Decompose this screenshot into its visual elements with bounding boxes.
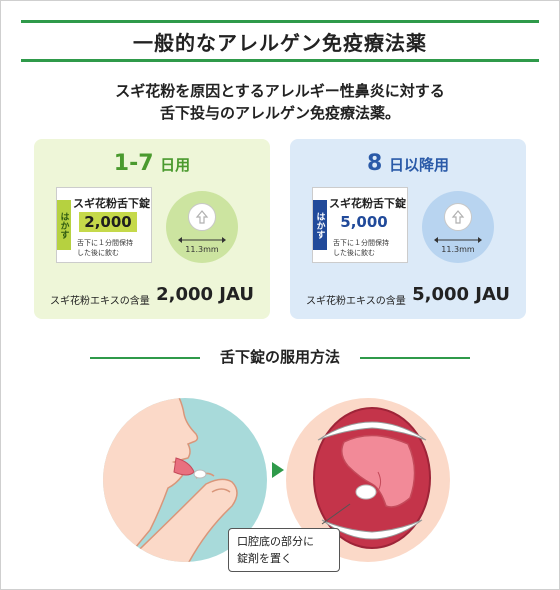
medicine-package: はかす スギ花粉舌下錠 5,000 舌下に１分間保持 した後に飲む bbox=[312, 187, 408, 263]
intro-text: スギ花粉を原因とするアレルギー性鼻炎に対する 舌下投与のアレルゲン免疫療法薬。 bbox=[0, 80, 560, 124]
panel-heading-number: 1-7 bbox=[113, 151, 154, 176]
content-label: スギ花粉エキスの含量 bbox=[50, 296, 150, 307]
package-side-text: はかす bbox=[58, 211, 69, 239]
panel-8-day-onward: 8 日以降用 はかす スギ花粉舌下錠 5,000 舌下に１分間保持 した後に飲む… bbox=[290, 139, 526, 319]
panel-heading-unit: 日以降用 bbox=[388, 156, 449, 174]
package-note: 舌下に１分間保持 した後に飲む bbox=[333, 238, 389, 258]
package-side-band: はかす bbox=[57, 200, 71, 250]
panel-1-7-day: 1-7 日用 はかす スギ花粉舌下錠 2,000 舌下に１分間保持 した後に飲む… bbox=[34, 139, 270, 319]
package-side-text: はかす bbox=[314, 211, 325, 239]
tablet-in-fingers bbox=[193, 469, 207, 479]
package-dose: 2,000 bbox=[79, 212, 137, 232]
package-side-band: はかす bbox=[313, 200, 327, 250]
content-value: 2,000 JAU bbox=[156, 284, 254, 305]
double-arrow-icon bbox=[434, 237, 482, 243]
callout-line-2: 錠剤を置く bbox=[237, 552, 292, 565]
divider-left bbox=[90, 357, 200, 359]
tablet-dimension: 11.3mm bbox=[174, 237, 230, 259]
tablet-under-tongue bbox=[355, 484, 377, 500]
content-value: 5,000 JAU bbox=[412, 284, 510, 305]
package-note-line-1: 舌下に１分間保持 bbox=[77, 239, 133, 247]
howto-illustration bbox=[103, 398, 450, 562]
tablet-size-text: 11.3mm bbox=[441, 245, 475, 254]
title-bar: 一般的なアレルゲン免疫療法薬 bbox=[21, 20, 539, 62]
intro-line-2: 舌下投与のアレルゲン免疫療法薬。 bbox=[159, 104, 400, 122]
page-title: 一般的なアレルゲン免疫療法薬 bbox=[133, 30, 427, 55]
tablet-size-text: 11.3mm bbox=[185, 245, 219, 254]
medicine-package: はかす スギ花粉舌下錠 2,000 舌下に１分間保持 した後に飲む bbox=[56, 187, 152, 263]
intro-line-1: スギ花粉を原因とするアレルギー性鼻炎に対する bbox=[115, 82, 445, 100]
arrow-up-icon bbox=[451, 210, 465, 224]
panel-heading: 1-7 日用 bbox=[34, 151, 270, 176]
open-mouth bbox=[313, 407, 431, 549]
package-dose: 5,000 bbox=[335, 212, 393, 232]
package-note-line-1: 舌下に１分間保持 bbox=[333, 239, 389, 247]
content-label: スギ花粉エキスの含量 bbox=[306, 296, 406, 307]
package-note-line-2: した後に飲む bbox=[77, 249, 119, 257]
double-arrow-icon bbox=[178, 237, 226, 243]
tablet-dimension: 11.3mm bbox=[430, 237, 486, 259]
callout-box: 口腔底の部分に 錠剤を置く bbox=[228, 528, 340, 572]
panel-heading-unit: 日用 bbox=[160, 156, 191, 174]
panel-heading: 8 日以降用 bbox=[290, 151, 526, 176]
tablet bbox=[444, 203, 472, 231]
panel-heading-number: 8 bbox=[367, 151, 383, 176]
package-note-line-2: した後に飲む bbox=[333, 249, 375, 257]
step-2-illustration bbox=[286, 398, 450, 562]
package-name: スギ花粉舌下錠 bbox=[73, 197, 150, 210]
tablet bbox=[188, 203, 216, 231]
play-arrow-icon bbox=[272, 462, 284, 478]
arrow-up-icon bbox=[195, 210, 209, 224]
howto-heading: 舌下錠の服用方法 bbox=[219, 348, 340, 366]
package-note: 舌下に１分間保持 した後に飲む bbox=[77, 238, 133, 258]
divider-right bbox=[360, 357, 470, 359]
package-name: スギ花粉舌下錠 bbox=[329, 197, 406, 210]
callout-line-1: 口腔底の部分に bbox=[237, 535, 314, 548]
howto-heading-row: 舌下錠の服用方法 bbox=[0, 345, 560, 369]
callout-leader-line bbox=[321, 503, 351, 525]
